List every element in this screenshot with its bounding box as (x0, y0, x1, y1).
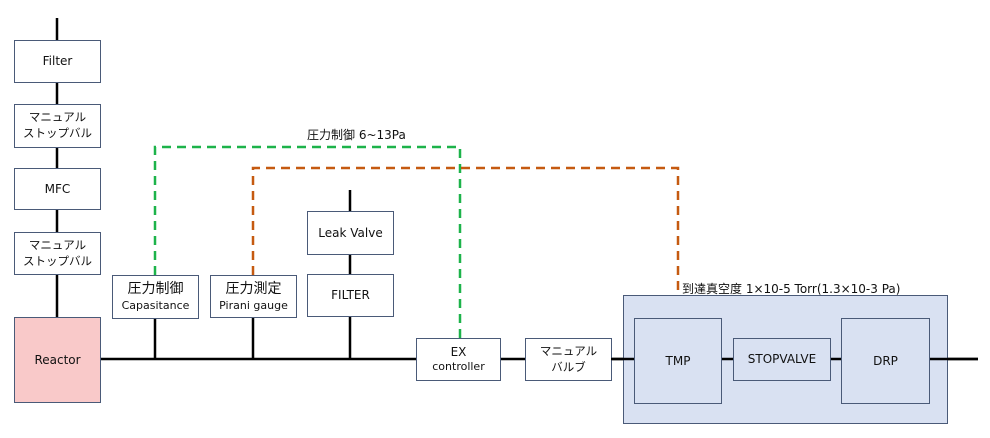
drp-box: DRP (841, 318, 930, 404)
ex-controller-box: EX controller (416, 338, 501, 381)
mfc-box: MFC (14, 168, 101, 210)
pirani-gauge-subtitle: Pirani gauge (219, 298, 288, 312)
reactor-box: Reactor (14, 317, 101, 403)
filter-label: Filter (42, 54, 73, 69)
leak-valve-box: Leak Valve (307, 211, 394, 255)
leak-valve-label: Leak Valve (318, 225, 383, 240)
manual-stop-valve-1-box: マニュアル ストップバル (14, 104, 101, 148)
drp-label: DRP (873, 353, 898, 368)
manual-stop-valve-2-line2: ストップバル (23, 253, 92, 268)
manual-stop-valve-1-line1: マニュアル (28, 110, 87, 125)
pressure-control-loop (153, 145, 462, 338)
capacitance-gauge-title: 圧力制御 (127, 281, 184, 298)
manual-stop-valve-2-box: マニュアル ストップバル (14, 232, 101, 275)
manual-stop-valve-1-line2: ストップバル (23, 126, 92, 140)
manual-stop-valve-2-line1: マニュアル (28, 237, 87, 252)
manual-valve-line1: マニュアル (539, 343, 598, 358)
capacitance-gauge-subtitle: Capasitance (121, 299, 190, 313)
filter-box: Filter (14, 40, 101, 83)
pressure-measure-loop (251, 166, 680, 295)
stop-valve-label: STOPVALVE (747, 352, 817, 367)
manual-valve-box: マニュアル バルブ (525, 338, 612, 381)
pressure-control-label: 圧力制御 6~13Pa (307, 128, 406, 142)
reactor-label: Reactor (34, 352, 81, 367)
tmp-label: TMP (665, 353, 691, 368)
mfc-label: MFC (44, 181, 71, 196)
manual-valve-line2: バルブ (551, 359, 586, 374)
pirani-gauge-title: 圧力測定 (225, 280, 282, 297)
ultimate-vacuum-label: 到達真空度 1×10-5 Torr(1.3×10-3 Pa) (682, 282, 901, 296)
pirani-gauge-box: 圧力測定 Pirani gauge (210, 275, 297, 318)
leak-filter-label: FILTER (331, 288, 370, 303)
ex-controller-line1: EX (450, 344, 467, 359)
leak-filter-box: FILTER (307, 274, 394, 317)
capacitance-gauge-box: 圧力制御 Capasitance (112, 275, 199, 319)
stop-valve-box: STOPVALVE (733, 338, 831, 381)
tmp-box: TMP (634, 318, 722, 404)
ex-controller-line2: controller (432, 360, 485, 374)
